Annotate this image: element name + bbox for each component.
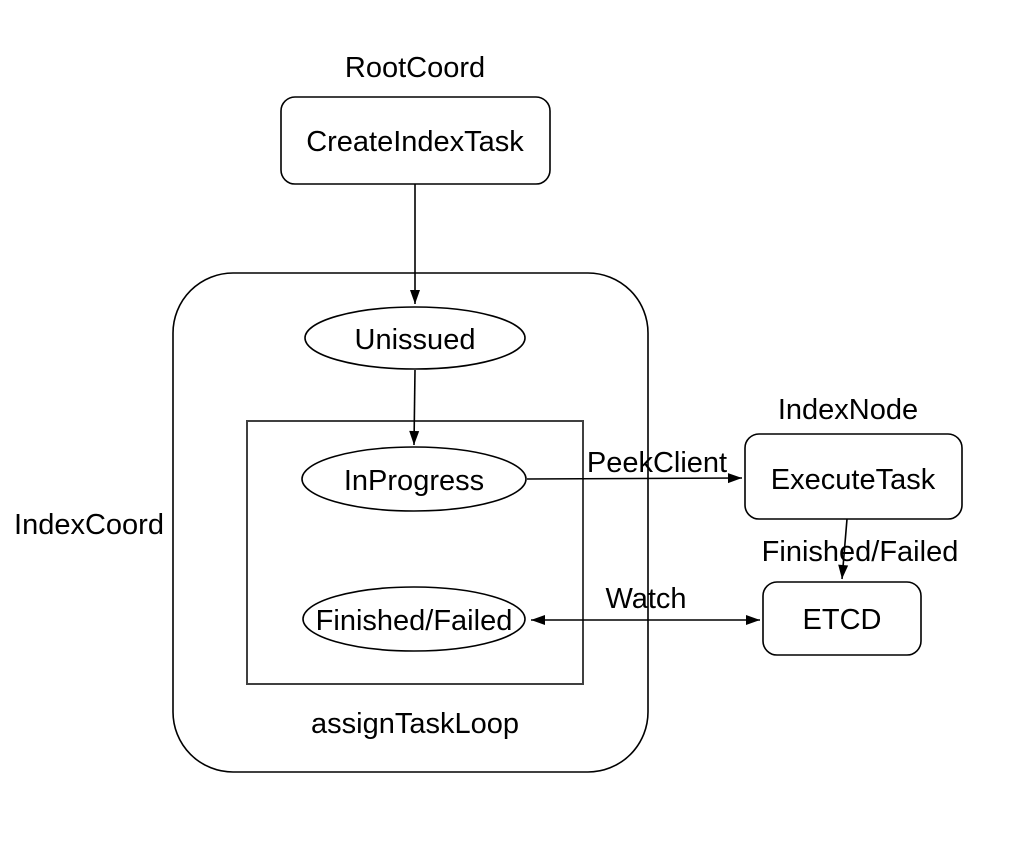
peek-client-edge-label: PeekClient [587,447,727,479]
unissued-label: Unissued [355,324,476,356]
root-coord-label: RootCoord [345,52,485,84]
edge-executetask-to-etcd [838,518,849,580]
watch-edge-label: Watch [605,583,686,615]
index-coord-container [172,272,649,773]
in-progress-ellipse [301,446,527,512]
create-index-task-box [280,96,551,185]
edge-unissued-to-inprogress [409,369,420,446]
etcd-label: ETCD [803,604,882,636]
finished-failed-edge-label: Finished/Failed [762,536,959,568]
in-progress-label: InProgress [344,465,484,497]
edge-inprogress-to-executetask [526,473,743,484]
unissued-ellipse [304,306,526,370]
etcd-box [762,581,922,656]
execute-task-box [744,433,963,520]
assign-task-loop-label: assignTaskLoop [311,708,519,740]
create-index-task-label: CreateIndexTask [306,126,524,158]
index-coord-label: IndexCoord [14,509,164,541]
finished-failed-ellipse [302,586,526,652]
index-node-label: IndexNode [778,394,918,426]
execute-task-label: ExecuteTask [771,464,936,496]
finished-failed-label: Finished/Failed [316,605,513,637]
